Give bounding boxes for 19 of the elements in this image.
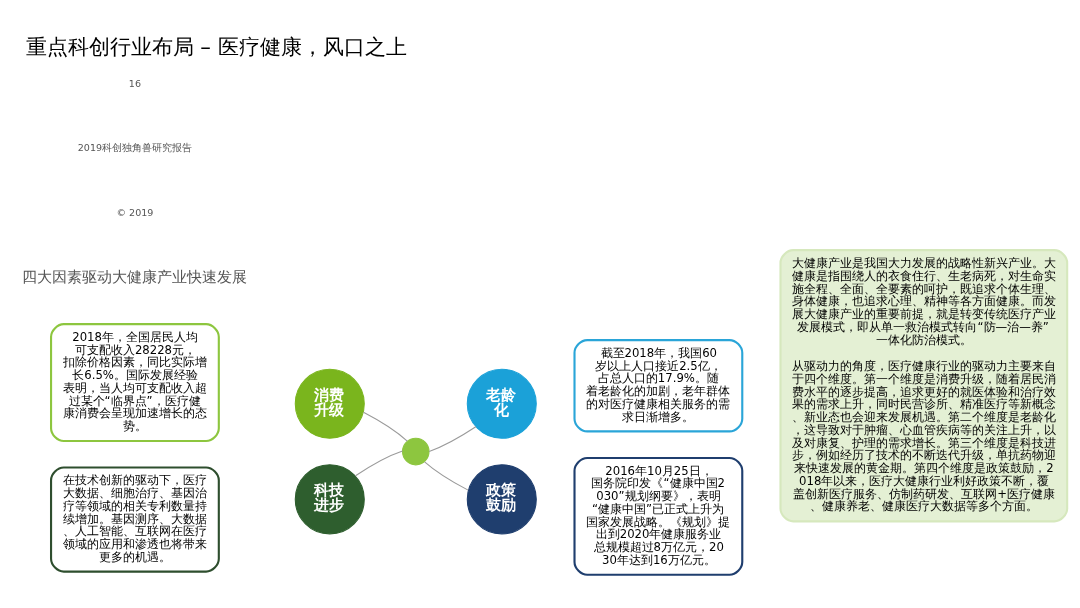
label: © 2019 [116,207,154,219]
connector [424,461,469,491]
node-box: 截至2018年，我国60岁以上人口接近2.5亿，占总人口的17.9%。随着老龄化的加剧，老年群体的对医疗健康相关服务的需求日渐增多。 [573,339,744,433]
connector [362,411,408,442]
node-box: 2016年10月25日，国务院印发《“健康中国2030”规划纲要》，表明“健康中国”已正式上升为国家发展战略。《规划》提出到2020年健康服务业总规模超过8万亿元，2030年达到16万亿元。 [573,456,744,576]
node-box: 在技术创新的驱动下，医疗大数据、细胞治疗、基因治疗等领域的相关专利数量持续增加。基因测序、大数据、人工智能、互联网在医疗领域的应用和渗透也将带来更多的机遇。 [50,466,220,573]
connector [355,450,404,477]
node-circle: 消费升级 [294,368,365,439]
label: 四大因素驱动大健康产业快速发展 [22,268,248,287]
label: 16 [128,77,142,89]
node-circle: 老龄化 [466,368,537,439]
node-circle: 科技进步 [294,464,365,535]
node-circle [401,437,430,466]
node-box: 大健康产业是我国大力发展的战略性新兴产业。大健康是指围绕人的衣食住行、生老病死，对生命实施全程、全面、全要素的呵护，既追求个体生理、身体健康，也追求心理、精神等各方面健康。而发展大健康产业的重要前提，就是转变传统医疗产业发展模式，即从单一救治模式转向“防—治—养”一体化防治模式。 从驱动力的角度，医疗健康行业的驱动力主要来自于四个维度。第一个维度是消费升级，随着居民消费水平的逐步提高，追求更好的就医体验和治疗效果的需求上升，同时民营诊所、精准医疗等新概念、新业态也会迎来发展机遇。第二个维度是老龄化，这导致对于肿瘤、心血管疾病等的关注上升，以及对康复、护理的需求增长。第三个维度是科技进步，例如经历了技术的不断迭代升级，单抗药物迎来快速发展的黄金期。第四个维度是政策鼓励，2018年以来，医疗大健康行业利好政策不断，覆盖创新医疗服务、仿制药研发、互联网+医疗健康、健康养老、健康医疗大数据等多个方面。 [779,249,1069,523]
label: 2019科创独角兽研究报告 [77,142,193,154]
node-circle: 政策鼓励 [466,464,537,535]
diagram-title: 重点科创行业布局 – 医疗健康，风口之上 [25,34,407,60]
connector [428,426,477,453]
node-box: 2018年，全国居民人均可支配收入28228元，扣除价格因素，同比实际增长6.5%。国际发展经验表明，当人均可支配收入超过某个“临界点”，医疗健康消费会呈现加速增长的态势。 [50,323,220,443]
